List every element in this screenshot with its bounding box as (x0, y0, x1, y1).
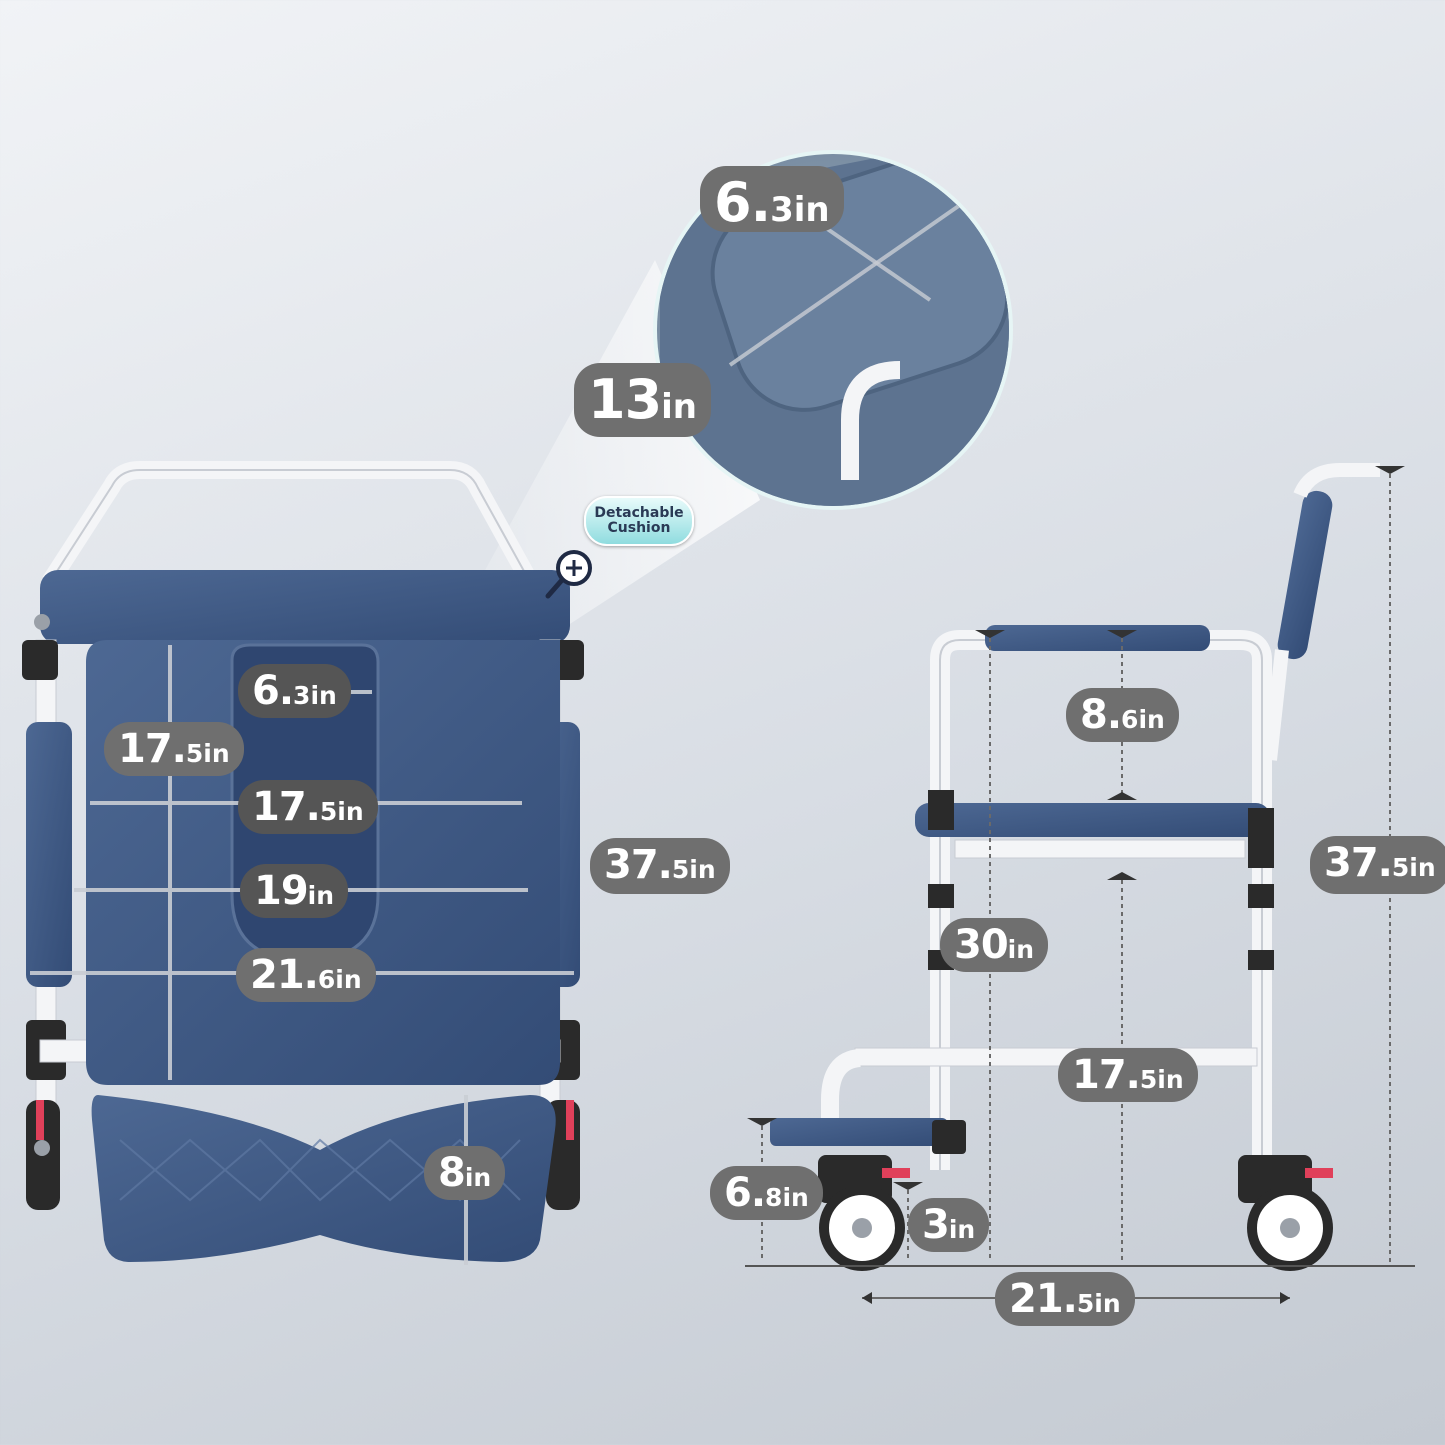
back-cushion (40, 570, 570, 644)
push-handle (1277, 490, 1333, 660)
left-armrest (26, 722, 72, 987)
armrest-pad (985, 625, 1210, 651)
detachable-cushion-badge: Detachable Cushion (584, 496, 694, 546)
side-footrest (770, 1118, 948, 1146)
magnifier-plus-icon (545, 550, 592, 599)
badge-line-2: Cushion (607, 520, 671, 536)
badge-line-1: Detachable (594, 505, 684, 521)
side-seat (915, 803, 1270, 837)
footrest (91, 1095, 556, 1262)
